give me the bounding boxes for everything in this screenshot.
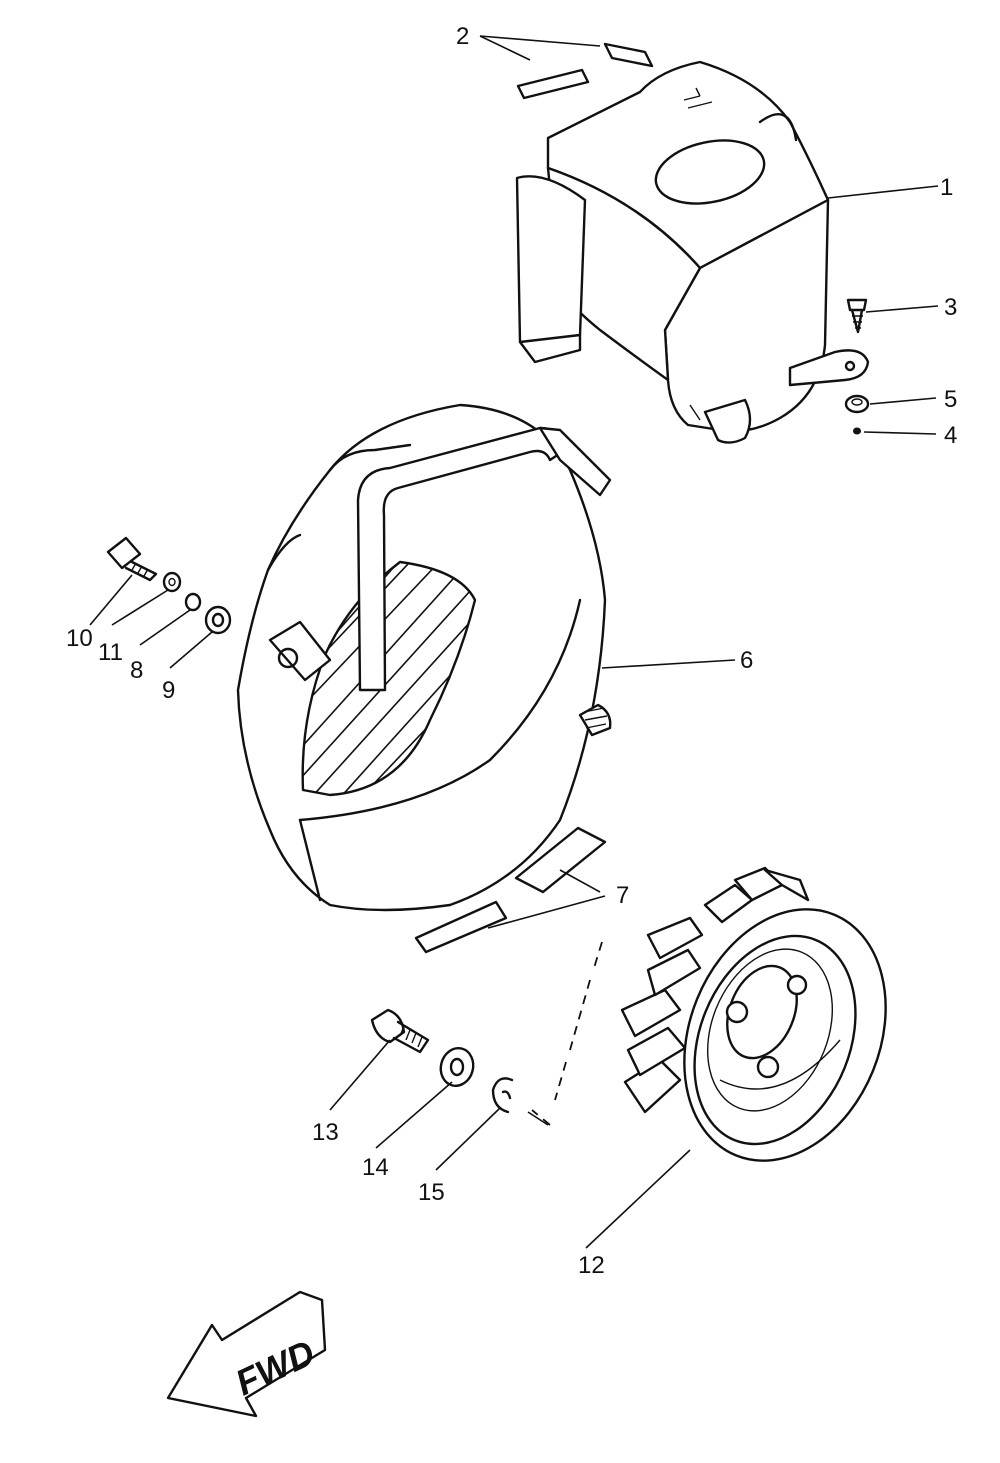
callout-10: 10 [66,625,93,652]
seal-strip-lower-left [414,900,508,954]
flywheel-fan [620,866,887,1162]
collar-8 [184,592,202,612]
callout-5: 5 [944,386,957,413]
grommet-5 [844,394,870,414]
collar-4 [853,427,861,435]
callout-14: 14 [362,1154,389,1181]
screw-3 [846,298,868,334]
callout-9: 9 [162,677,175,704]
callout-12: 12 [578,1252,605,1279]
callout-6: 6 [740,647,753,674]
washer-14 [439,1046,475,1088]
fwd-arrow: FWD [166,1290,327,1418]
seal-strip-lower-right [514,826,607,894]
callout-7: 7 [616,882,629,909]
callout-2: 2 [456,23,469,50]
callout-3: 3 [944,294,957,321]
callout-11: 11 [98,639,123,666]
grommet-9 [204,605,232,635]
callout-1: 1 [940,174,953,201]
washer-11 [162,571,182,593]
spring-washer-15 [491,1077,514,1114]
leader-lines [89,35,939,1249]
cylinder-shroud [515,60,870,444]
callout-15: 15 [418,1179,445,1206]
bolt-10 [106,536,158,582]
callout-13: 13 [312,1119,339,1146]
callout-4: 4 [944,422,957,449]
callout-8: 8 [130,657,143,684]
assembly-line [531,941,603,1126]
seal-strip-upper-right [603,42,654,68]
seal-strip-upper-left [516,68,590,100]
nut-13 [370,1008,430,1054]
fan-housing [236,403,612,912]
